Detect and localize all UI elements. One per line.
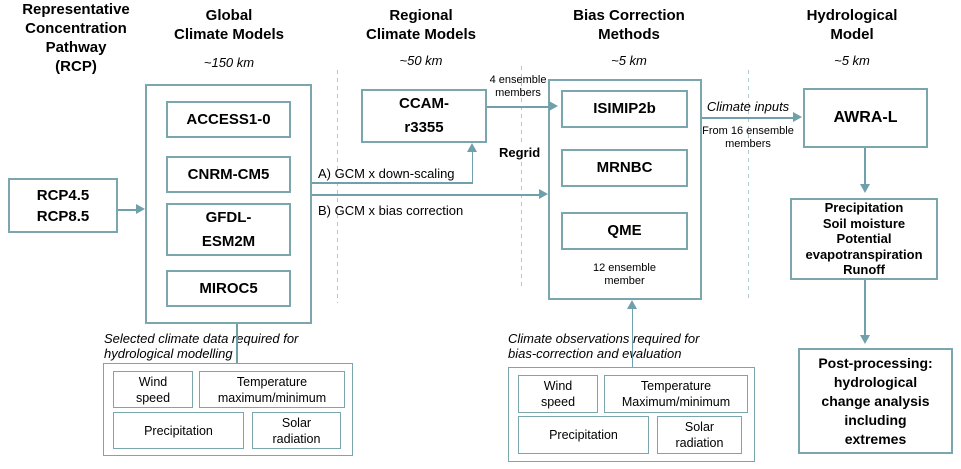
- connector-a-vertical: [471, 150, 473, 183]
- column-divider-dashed-3: [748, 70, 749, 302]
- label-4-ensemble-members: 4 ensemble members: [489, 74, 547, 99]
- node-hydro-outputs: Precipitation Soil moisture Potential ev…: [790, 198, 938, 280]
- label-12-ensemble-members: 12 ensemble member: [593, 262, 656, 287]
- label-regrid: Regrid: [497, 145, 543, 160]
- arrowhead-awra-to-outputs-icon: [860, 184, 870, 193]
- column-title-bias: Bias Correction Methods: [573, 7, 685, 43]
- node-bias-qme: QME: [561, 212, 688, 250]
- arrowhead-rcp-to-gcm-icon: [136, 204, 145, 214]
- connector-bias-to-awra: [702, 117, 793, 119]
- scale-hydro: ~5 km: [834, 53, 870, 68]
- bias-group-box: [548, 79, 702, 300]
- connector-awra-to-outputs: [864, 148, 866, 185]
- node-rcm-ccam: CCAM- r3355: [361, 89, 487, 143]
- node-gcm-cnrm-cm5: CNRM-CM5: [166, 156, 291, 193]
- connector-selected-data-to-gcm: [236, 324, 238, 363]
- data-mid-solar-radiation: Solar radiation: [657, 416, 742, 454]
- column-title-rcp: Representative Concentration Pathway (RC…: [22, 1, 130, 75]
- node-gcm-access1-0: ACCESS1-0: [166, 101, 291, 138]
- data-mid-wind-speed: Wind speed: [518, 375, 598, 413]
- note-selected-climate-data: Selected climate data required for hydro…: [104, 331, 299, 361]
- data-left-precipitation: Precipitation: [113, 412, 244, 449]
- node-gcm-gfdl-esm2m: GFDL- ESM2M: [166, 203, 291, 256]
- arrowhead-b-to-bias-icon: [539, 189, 548, 199]
- connector-ccam-to-isimip: [487, 106, 549, 108]
- connector-b-horizontal: [312, 194, 539, 196]
- scale-rcm: ~50 km: [399, 53, 443, 68]
- column-title-rcm: Regional Climate Models: [365, 7, 477, 43]
- node-post-processing: Post-processing: hydrological change ana…: [798, 348, 953, 454]
- data-mid-temperature: Temperature Maximum/minimum: [604, 375, 748, 413]
- column-divider-dashed-1: [337, 70, 338, 303]
- arrowhead-ccam-to-isimip-icon: [549, 101, 558, 111]
- note-climate-observations: Climate observations required for bias-c…: [508, 331, 700, 361]
- arrowhead-bias-to-awra-icon: [793, 112, 802, 122]
- climate-data-left-group-box: [103, 363, 353, 456]
- label-a-gcm-downscaling: A) GCM x down-scaling: [318, 166, 455, 181]
- connector-observations-to-bias: [631, 308, 633, 367]
- data-left-temperature: Temperature maximum/minimum: [199, 371, 345, 408]
- data-mid-precipitation: Precipitation: [518, 416, 649, 454]
- scale-bias: ~5 km: [611, 53, 647, 68]
- arrowhead-a-to-ccam-icon: [467, 143, 477, 152]
- node-hydro-awra-l: AWRA-L: [803, 88, 928, 148]
- column-title-hydro: Hydrological Model: [806, 7, 898, 43]
- label-climate-inputs: Climate inputs: [706, 99, 790, 114]
- scale-gcm: ~150 km: [203, 55, 255, 70]
- label-from-16-ensemble-members: From 16 ensemble members: [702, 125, 794, 150]
- node-gcm-miroc5: MIROC5: [166, 270, 291, 307]
- connector-a-horizontal: [312, 182, 473, 184]
- climate-data-mid-group-box: [508, 367, 755, 462]
- node-bias-mrnbc: MRNBC: [561, 149, 688, 187]
- connector-rcp-to-gcm: [118, 209, 137, 211]
- connector-outputs-to-post: [864, 280, 866, 336]
- data-left-solar-radiation: Solar radiation: [252, 412, 341, 449]
- node-rcp-scenarios: RCP4.5 RCP8.5: [8, 178, 118, 233]
- data-left-wind-speed: Wind speed: [113, 371, 193, 408]
- arrowhead-observations-to-bias-icon: [627, 300, 637, 309]
- node-bias-isimip2b: ISIMIP2b: [561, 90, 688, 128]
- column-title-gcm: Global Climate Models: [173, 7, 285, 43]
- gcm-group-box: [145, 84, 312, 324]
- label-b-gcm-bias-correction: B) GCM x bias correction: [318, 203, 464, 218]
- column-divider-dashed-2: [521, 66, 522, 290]
- arrowhead-outputs-to-post-icon: [860, 335, 870, 344]
